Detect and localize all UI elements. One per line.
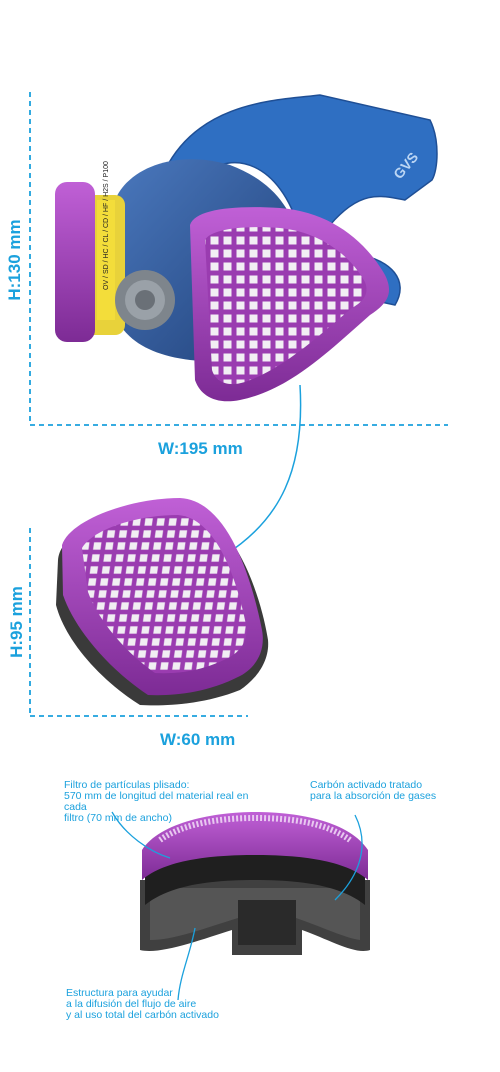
pleated-filter-layer (142, 812, 368, 880)
filter-height-label: H:95 mm (7, 586, 26, 658)
filter-dimension-lines (29, 528, 248, 717)
pleated-filter-annotation: Filtro de partículas plisado: 570 mm de … (64, 779, 249, 824)
single-filter (56, 498, 269, 706)
activated-carbon-annotation: Carbón activado tratado para la absorció… (310, 779, 437, 802)
left-filter-cartridge: OV / SD / HC / CL / CD / HF / H2S / P100 (55, 161, 125, 342)
right-filter (190, 207, 390, 402)
mask-dimension-lines (29, 92, 448, 426)
outlet (238, 900, 296, 945)
structure-annotation: Estructura para ayudar a la difusión del… (66, 987, 219, 1021)
exhalation-valve (115, 270, 175, 330)
half-mask-respirator: GVS OV / SD / HC / CL / CD / HF / H2S / … (55, 94, 438, 402)
mask-width-label: W:195 mm (158, 439, 243, 458)
mask-height-label: H:130 mm (5, 219, 24, 301)
connector-line (224, 384, 302, 556)
filter-cross-section (140, 812, 370, 955)
filter-width-label: W:60 mm (160, 730, 236, 749)
annotation-leaders (111, 811, 363, 1001)
svg-text:OV / SD / HC / CL / CD / HF /: OV / SD / HC / CL / CD / HF / H2S / P100 (103, 161, 110, 290)
